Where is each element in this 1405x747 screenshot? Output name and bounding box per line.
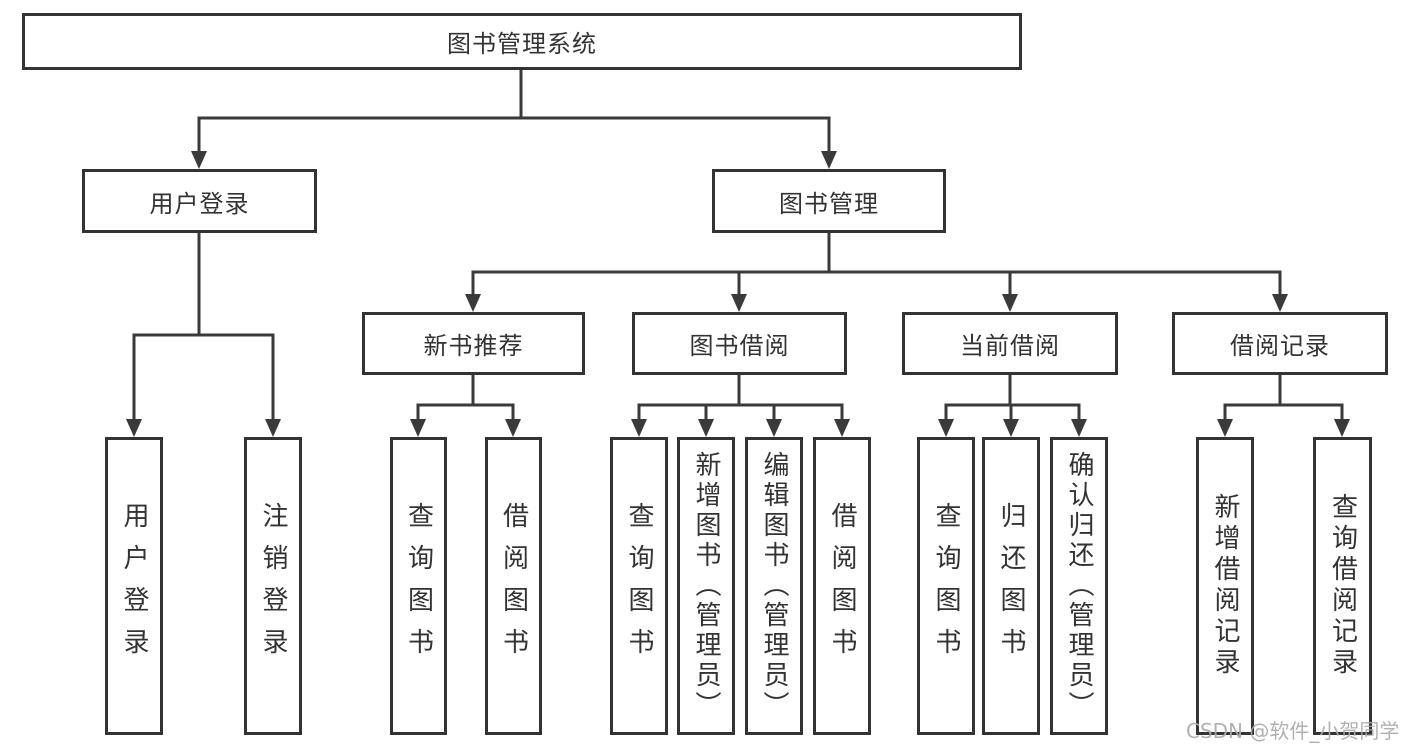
node-user-login-branch-label: 用户登录 <box>149 189 250 218</box>
node-leaf-add-book-admin-label: 新增图书（管理员） <box>691 451 721 721</box>
node-root: 图书管理系统 <box>22 13 1022 70</box>
node-leaf-edit-book-admin-label: 编辑图书（管理员） <box>759 451 789 721</box>
node-leaf-confirm-return-admin: 确认归还（管理员） <box>1050 437 1108 735</box>
node-leaf-user-login: 用户登录 <box>105 437 163 735</box>
node-borrowing-records-label: 借阅记录 <box>1230 332 1330 360</box>
node-borrowing-records: 借阅记录 <box>1172 312 1388 375</box>
node-leaf-logout: 注销登录 <box>244 437 302 735</box>
node-leaf-return-books: 归还图书 <box>982 437 1040 735</box>
node-leaf-query-books-3: 查询图书 <box>917 437 975 735</box>
node-leaf-query-books-3-label: 查询图书 <box>931 502 961 670</box>
node-book-management-branch: 图书管理 <box>712 169 946 233</box>
node-leaf-borrow-books-1: 借阅图书 <box>485 437 542 735</box>
node-leaf-add-book-admin: 新增图书（管理员） <box>677 437 735 735</box>
node-leaf-user-login-label: 用户登录 <box>119 502 149 670</box>
node-book-borrowing: 图书借阅 <box>632 312 847 375</box>
node-leaf-edit-book-admin: 编辑图书（管理员） <box>745 437 803 735</box>
node-leaf-borrow-books-2-label: 借阅图书 <box>827 502 857 670</box>
node-leaf-query-books-1-label: 查询图书 <box>403 502 434 670</box>
node-new-book-recommendation-label: 新书推荐 <box>423 332 524 360</box>
node-current-borrowing-label: 当前借阅 <box>960 332 1060 360</box>
node-leaf-add-borrow-record: 新增借阅记录 <box>1196 437 1254 735</box>
node-root-label: 图书管理系统 <box>447 30 597 58</box>
node-book-management-branch-label: 图书管理 <box>779 189 879 218</box>
node-leaf-query-books-2: 查询图书 <box>610 437 668 735</box>
node-leaf-borrow-books-2: 借阅图书 <box>813 437 871 735</box>
connector-arrowheads <box>126 151 1350 437</box>
connector-paths <box>132 67 1344 425</box>
node-leaf-query-borrow-record: 查询借阅记录 <box>1313 437 1372 735</box>
watermark: CSDN @软件_小贺同学 <box>1186 719 1400 743</box>
node-leaf-logout-label: 注销登录 <box>258 502 288 670</box>
node-leaf-query-books-2-label: 查询图书 <box>624 502 654 670</box>
node-leaf-confirm-return-admin-label: 确认归还（管理员） <box>1064 451 1094 721</box>
node-leaf-query-borrow-record-label: 查询借阅记录 <box>1327 493 1358 679</box>
node-user-login-branch: 用户登录 <box>82 169 317 233</box>
node-leaf-query-books-1: 查询图书 <box>390 437 447 735</box>
node-leaf-add-borrow-record-label: 新增借阅记录 <box>1210 493 1240 679</box>
node-leaf-return-books-label: 归还图书 <box>996 502 1026 670</box>
node-book-borrowing-label: 图书借阅 <box>689 332 790 360</box>
node-leaf-borrow-books-1-label: 借阅图书 <box>498 502 529 670</box>
node-current-borrowing: 当前借阅 <box>902 312 1118 375</box>
node-new-book-recommendation: 新书推荐 <box>362 312 585 375</box>
